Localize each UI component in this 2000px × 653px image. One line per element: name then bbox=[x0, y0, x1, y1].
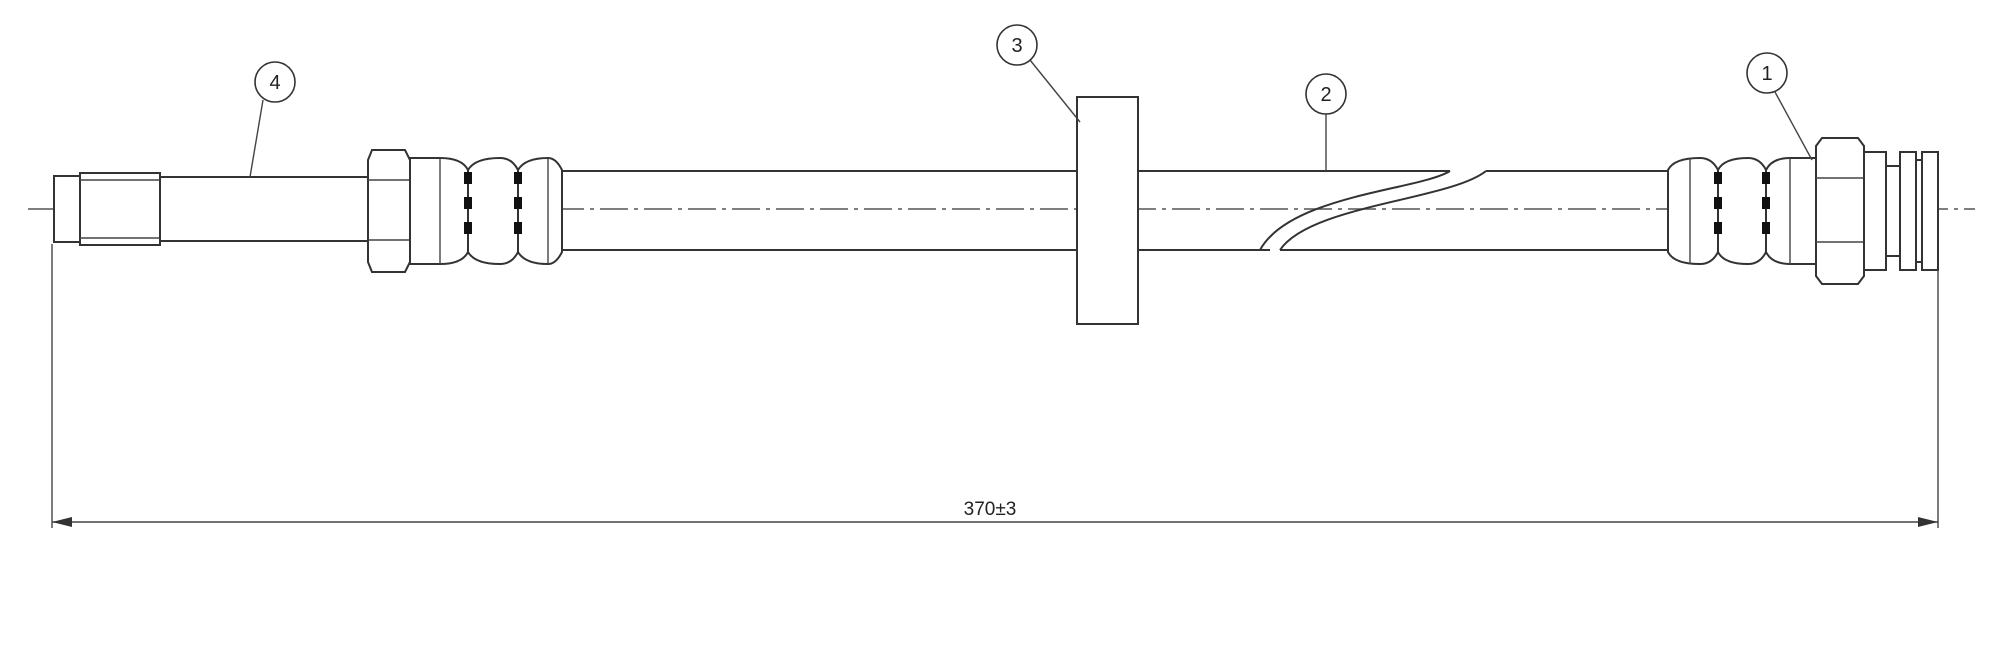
right-flange-2 bbox=[1921, 151, 1939, 271]
callout-4: 4 bbox=[249, 61, 296, 178]
right-collar bbox=[1863, 151, 1887, 271]
callout-3-leader bbox=[1029, 59, 1081, 123]
callout-2-label: 2 bbox=[1320, 84, 1331, 106]
dimension-arrow-right bbox=[1918, 517, 1938, 527]
left-tip bbox=[53, 175, 83, 243]
dimension-label: 370±3 bbox=[964, 499, 1017, 520]
left-tube bbox=[159, 176, 369, 242]
callout-4-leader bbox=[249, 99, 264, 178]
callout-3-bubble bbox=[996, 24, 1038, 66]
left-hex-nut bbox=[367, 149, 411, 273]
callout-2-bubble bbox=[1305, 73, 1347, 115]
callout-1-bubble bbox=[1746, 52, 1788, 94]
hose-break-line-1 bbox=[1259, 170, 1451, 251]
left-crimp-ferrule bbox=[409, 156, 563, 266]
callout-4-label: 4 bbox=[269, 72, 280, 94]
hose-break-line-2 bbox=[1279, 170, 1487, 251]
hose-body bbox=[562, 170, 1668, 251]
callout-4-bubble bbox=[254, 61, 296, 103]
right-crimp-ferrule bbox=[1667, 156, 1817, 266]
hose-bracket-clip bbox=[1076, 96, 1139, 325]
callout-1-leader bbox=[1774, 91, 1813, 161]
right-flange-1 bbox=[1899, 151, 1917, 271]
callout-3-label: 3 bbox=[1011, 35, 1022, 57]
callout-1: 1 bbox=[1746, 52, 1813, 161]
right-hex-fitting bbox=[1815, 137, 1939, 285]
callout-2: 2 bbox=[1305, 73, 1347, 171]
overall-length-dimension: 370±3 bbox=[51, 244, 1939, 528]
left-tube-fitting bbox=[53, 172, 369, 246]
right-groove bbox=[1885, 165, 1901, 257]
callout-1-label: 1 bbox=[1761, 63, 1772, 85]
callout-3: 3 bbox=[996, 24, 1081, 123]
dimension-arrow-left bbox=[52, 517, 72, 527]
left-thread-section bbox=[79, 172, 161, 246]
